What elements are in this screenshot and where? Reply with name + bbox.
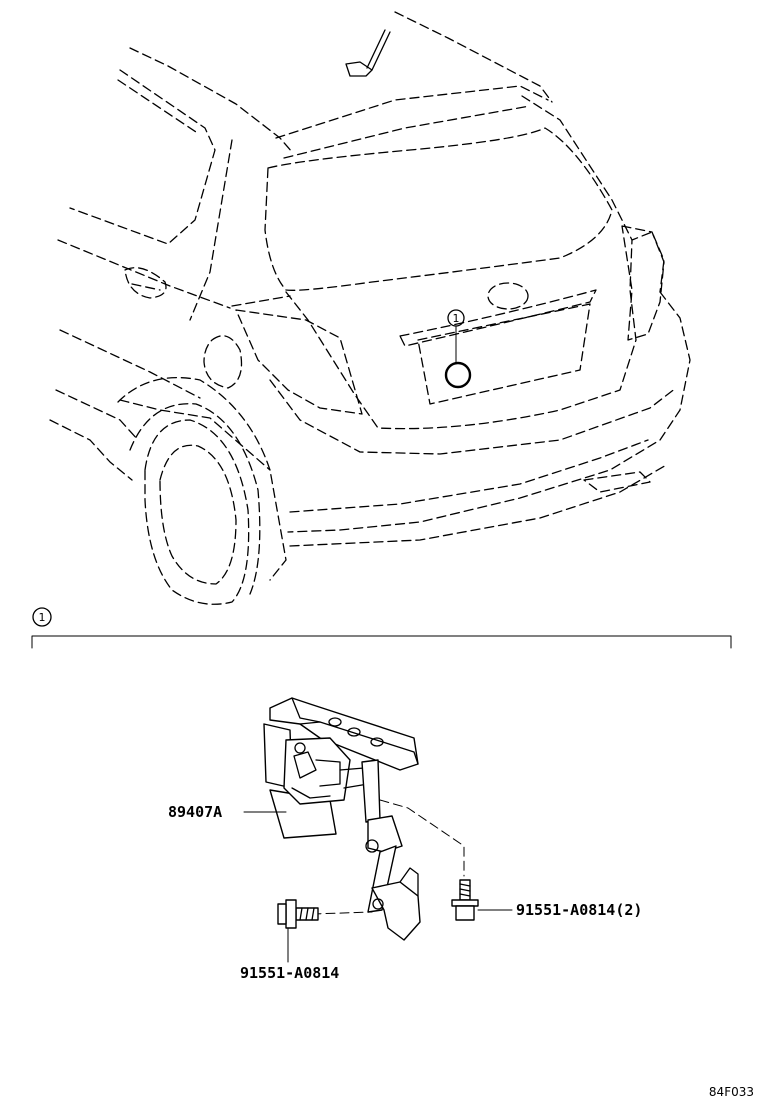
part-label-bolt-right: 91551-A0814(2) xyxy=(516,901,642,919)
bolt-right xyxy=(451,879,479,921)
vehicle-callout: 1 xyxy=(444,309,472,389)
part-label-89407A: 89407A xyxy=(168,803,222,821)
sensor-bracket xyxy=(269,697,419,771)
sensor-body xyxy=(263,723,369,839)
bolt-left xyxy=(277,899,319,929)
tailgate-garnish xyxy=(399,289,597,347)
wheel-arch xyxy=(117,377,287,581)
section-divider: 1 xyxy=(31,607,732,649)
callout-number: 1 xyxy=(453,312,460,325)
part-label-bolt-left: 91551-A0814 xyxy=(240,964,339,982)
diagram-code: 84F033 xyxy=(709,1085,754,1099)
roof-antenna xyxy=(345,29,391,77)
sensor-location-marker xyxy=(444,361,472,389)
vehicle-rear-illustration xyxy=(49,11,691,605)
license-plate-recess xyxy=(417,303,591,405)
taillight-left xyxy=(235,309,363,415)
tailgate xyxy=(285,239,637,430)
rear-tire xyxy=(144,419,250,605)
height-control-sensor-assembly xyxy=(263,697,479,941)
section-number: 1 xyxy=(39,611,46,624)
sensor-link-arm xyxy=(361,759,421,941)
rear-bumper xyxy=(269,379,677,455)
door-handle xyxy=(124,267,167,299)
rear-emblem xyxy=(487,282,529,310)
rear-window xyxy=(264,127,613,291)
taillight-right xyxy=(621,225,665,341)
fuel-lid xyxy=(203,335,243,389)
